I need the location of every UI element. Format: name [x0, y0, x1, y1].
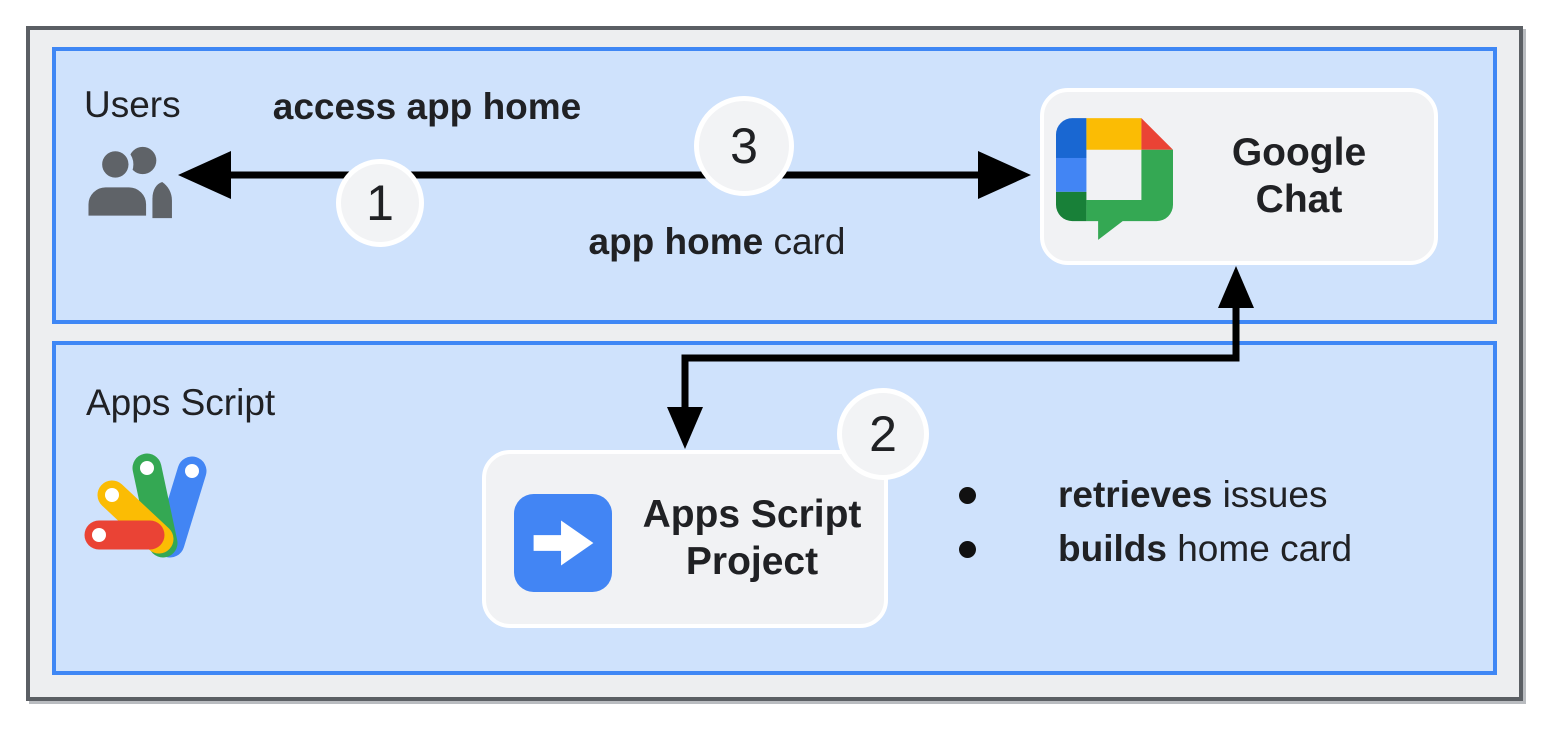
bullet-dot-icon — [959, 486, 976, 504]
apps-script-panel-title: Apps Script — [86, 382, 276, 423]
list-item-text: builds home card — [1058, 528, 1352, 570]
flow-label-app-home-card: app home card — [588, 221, 845, 263]
apps-script-project-label: Apps Script Project — [642, 493, 862, 583]
project-actions-list: retrieves issues builds home card — [959, 468, 1352, 576]
list-item-text-regular: home card — [1177, 528, 1353, 569]
flow-label-app-home-card-bold: app home — [588, 221, 764, 262]
flow-label-access-app-home: access app home — [272, 86, 582, 127]
list-item-text-bold: retrieves — [1058, 474, 1213, 515]
list-item-text-regular: issues — [1222, 474, 1328, 515]
google-chat-card: Google Chat — [1040, 88, 1438, 265]
users-panel-title: Users — [84, 84, 181, 125]
apps-script-project-card: Apps Script Project — [482, 450, 888, 628]
step-badge-3: 3 — [694, 96, 794, 196]
list-item-text-bold: builds — [1058, 528, 1167, 569]
apps-script-logo — [84, 453, 207, 558]
users-icon — [83, 146, 172, 221]
flow-label-app-home-card-regular: card — [773, 221, 846, 262]
step-badge-2: 2 — [837, 388, 929, 480]
bullet-dot-icon — [959, 540, 976, 558]
list-item: retrieves issues — [959, 468, 1352, 522]
google-chat-logo — [1056, 118, 1173, 240]
google-chat-label: Google Chat — [1231, 130, 1367, 221]
list-item: builds home card — [959, 522, 1352, 576]
arrow-right-icon — [514, 494, 612, 592]
step-badge-1: 1 — [336, 159, 424, 247]
list-item-text: retrieves issues — [1058, 474, 1327, 516]
